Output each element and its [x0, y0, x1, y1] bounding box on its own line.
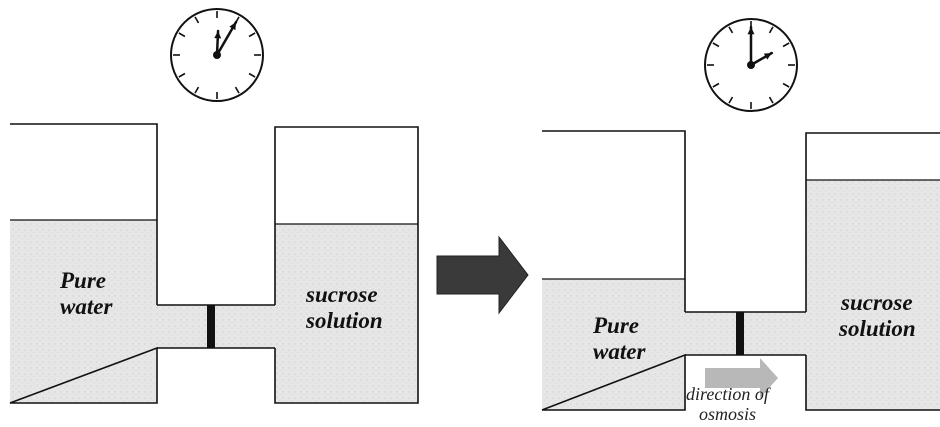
right-label-before-line1: sucrose	[305, 282, 378, 307]
osmosis-arrow-icon	[705, 358, 778, 398]
left-label-after-line1: Pure	[592, 313, 639, 338]
right-arrow-icon	[436, 235, 529, 315]
clock-icon	[704, 18, 798, 112]
clock-tick	[178, 32, 186, 38]
membrane-before	[207, 305, 215, 348]
clock-tick	[782, 82, 790, 88]
clock-tick	[194, 86, 200, 94]
clock-icon	[170, 8, 264, 102]
clock-tick	[768, 26, 774, 34]
osmosis-label-line1: direction of	[686, 384, 772, 404]
clock-minute-hand-head	[747, 27, 755, 35]
right-label-after-line2: solution	[838, 316, 916, 341]
left-label-before-line1: Pure	[59, 268, 106, 293]
left-label-before-line2: water	[60, 294, 113, 319]
left-label-after-line2: water	[593, 339, 646, 364]
clock-tick	[712, 42, 720, 48]
clock-minute-hand-head	[229, 22, 236, 31]
panel-after: Pure water sucrose solution direction of…	[541, 130, 940, 424]
clock-center	[213, 51, 221, 59]
panel-before: Pure water sucrose solution	[9, 123, 419, 404]
liquid-after	[542, 180, 940, 410]
clock-tick	[194, 16, 200, 24]
right-label-before-line2: solution	[305, 308, 383, 333]
right-tank-before	[274, 126, 419, 404]
clock-tick	[248, 72, 256, 78]
right-tank-after	[805, 132, 940, 411]
membrane-after	[736, 312, 744, 355]
clock-hour-hand-head	[214, 31, 222, 39]
clock-tick	[728, 26, 734, 34]
clock-center	[747, 61, 755, 69]
clock-hour-hand-head	[763, 53, 772, 60]
clock-tick	[728, 96, 734, 104]
clock-tick	[234, 86, 240, 94]
clock-tick	[248, 32, 256, 38]
left-tank-before	[9, 123, 158, 404]
osmosis-label-line2: osmosis	[699, 404, 756, 424]
right-label-after-line1: sucrose	[840, 290, 913, 315]
clock-tick	[178, 72, 186, 78]
left-tank-after	[541, 130, 686, 411]
clock-tick	[768, 96, 774, 104]
clock-tick	[712, 82, 720, 88]
clock-tick	[782, 42, 790, 48]
